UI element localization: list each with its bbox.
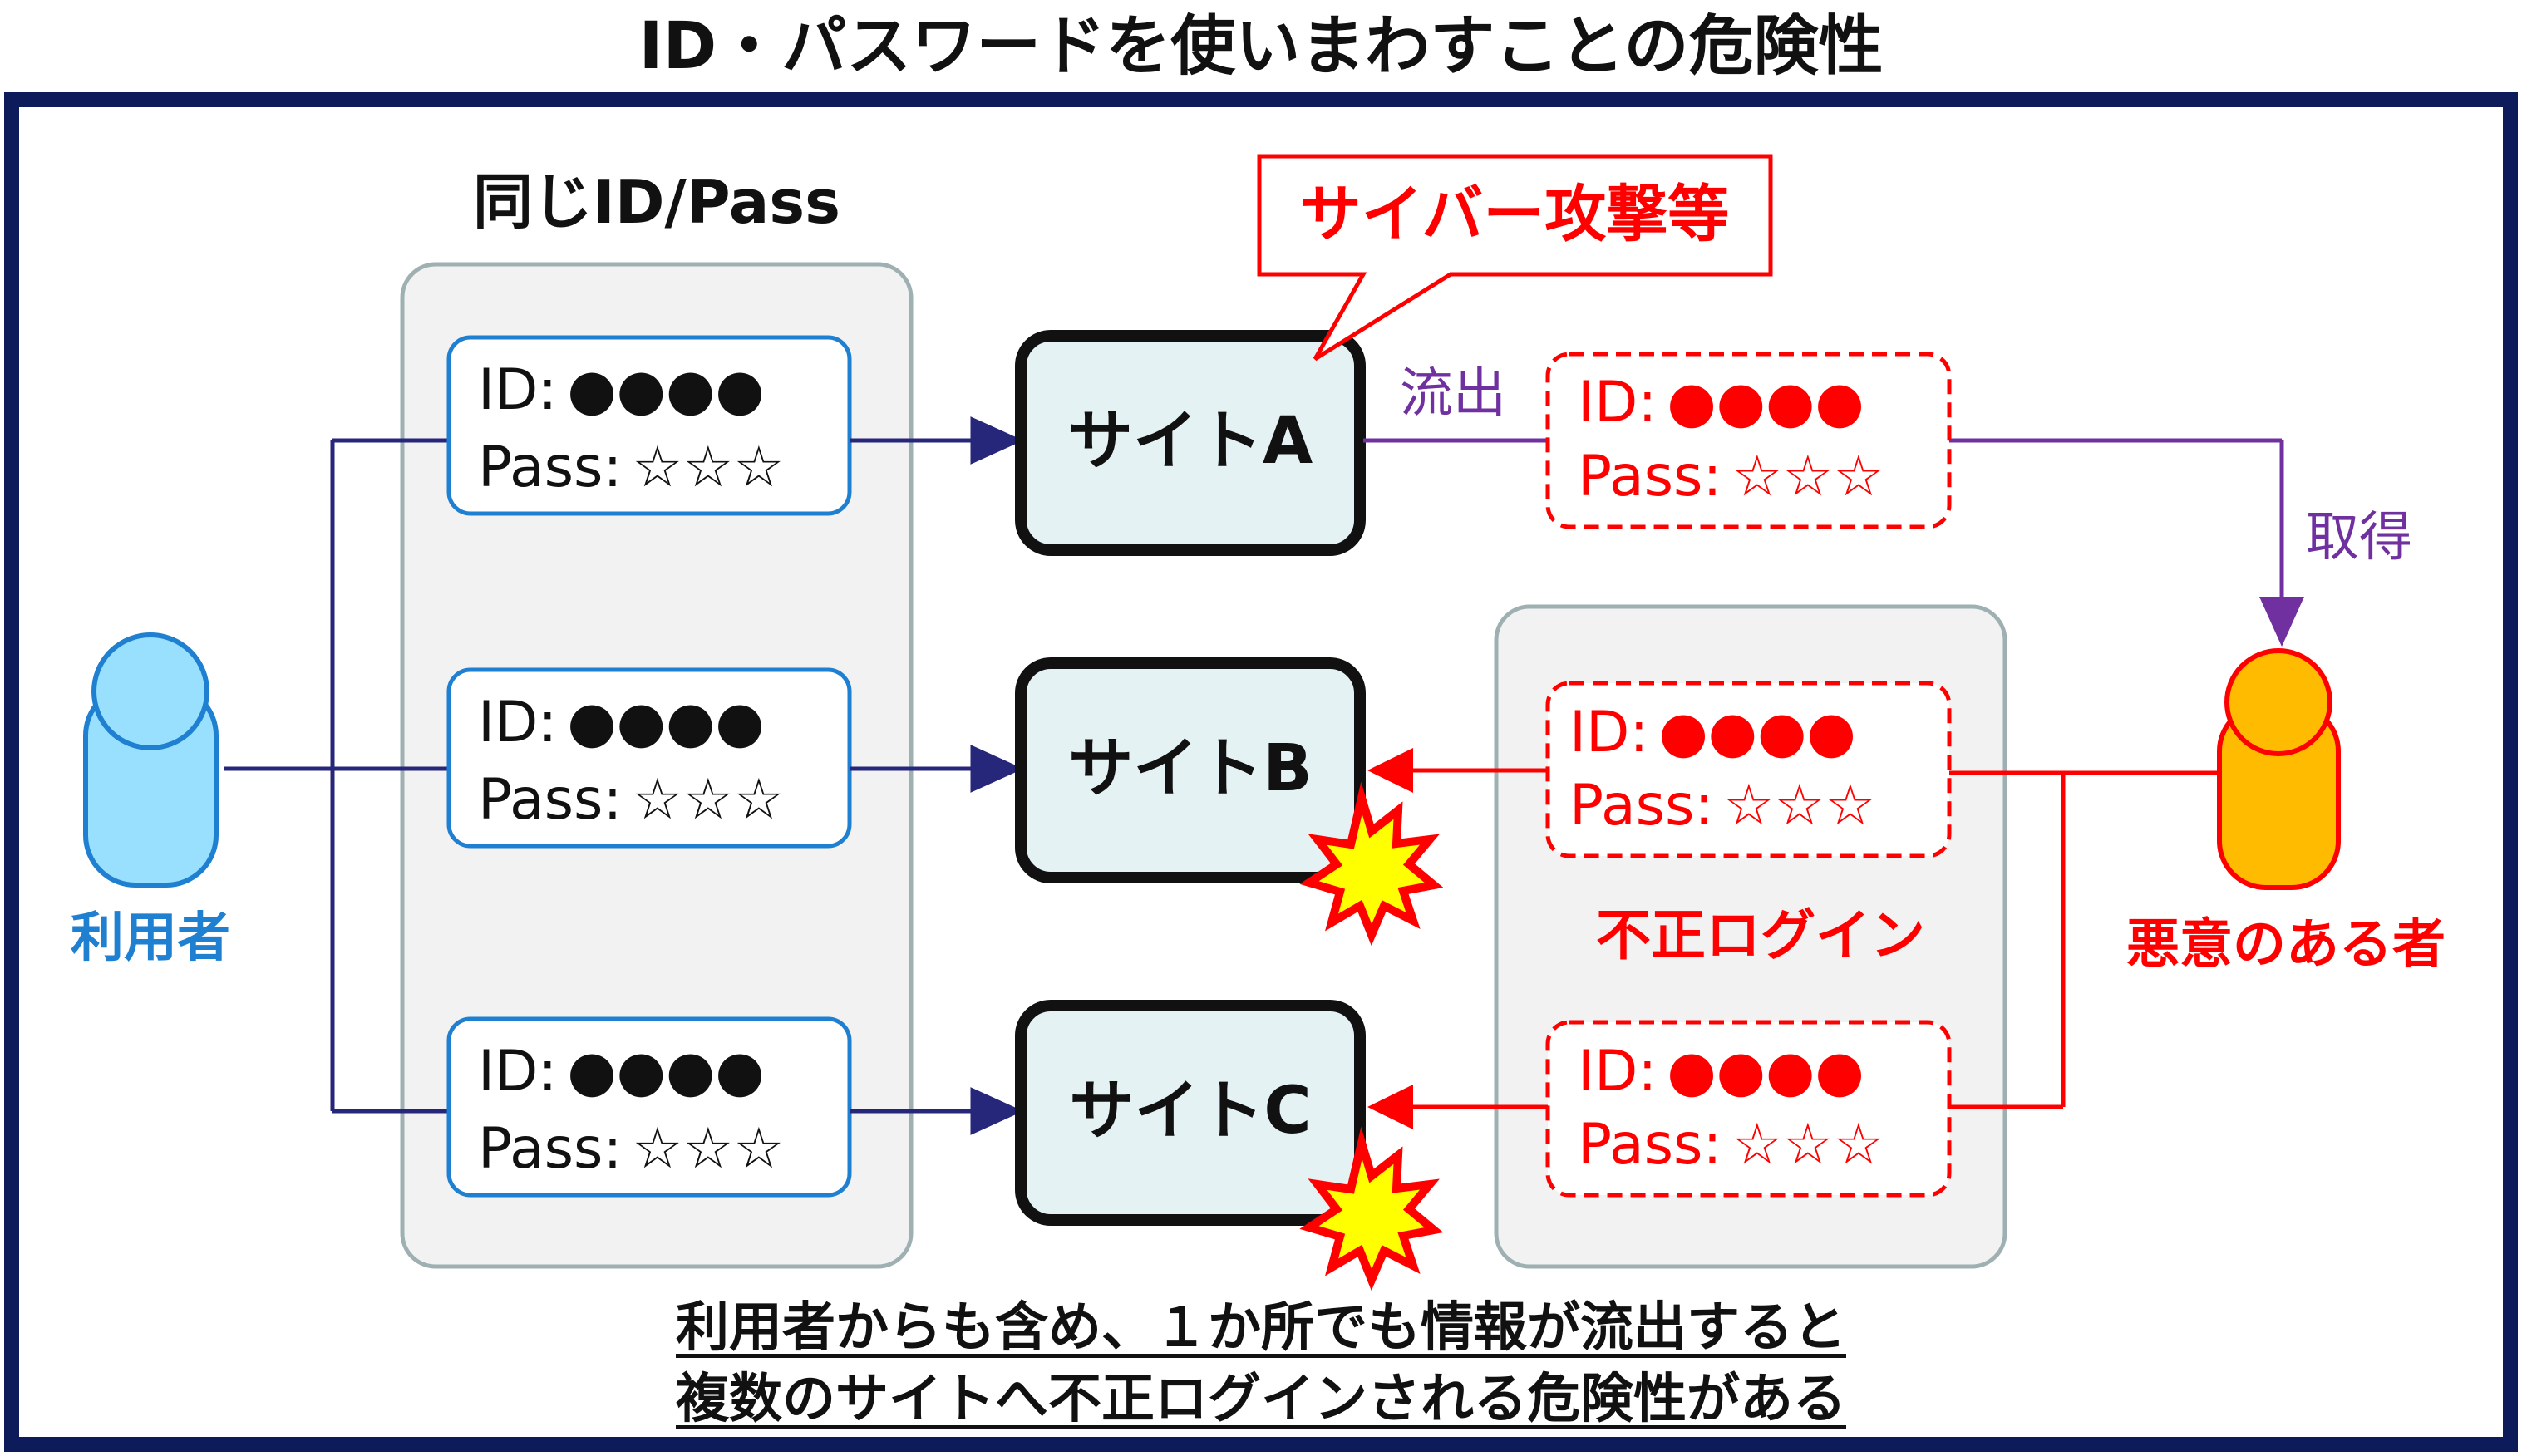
site-b: サイトB bbox=[1015, 657, 1366, 883]
explosion-icon bbox=[1299, 1126, 1444, 1291]
svg-text:Pass:☆☆☆: Pass:☆☆☆ bbox=[1578, 1112, 1884, 1178]
svg-text:ID:●●●●: ID:●●●● bbox=[478, 357, 765, 423]
svg-text:サイトC: サイトC bbox=[1069, 1074, 1311, 1149]
attacker-credential-card-b: ID:●●●● Pass:☆☆☆ bbox=[1545, 681, 1952, 858]
svg-text:Pass:☆☆☆: Pass:☆☆☆ bbox=[1578, 444, 1884, 509]
svg-text:ID:●●●●: ID:●●●● bbox=[478, 1039, 765, 1104]
login-arrows bbox=[850, 416, 1024, 1135]
group-label: 同じID/Pass bbox=[473, 167, 840, 237]
attacker-credential-card-c: ID:●●●● Pass:☆☆☆ bbox=[1545, 1020, 1952, 1198]
attack-callout: サイバー攻撃等 bbox=[1257, 154, 1773, 362]
acquire-arrowhead bbox=[2259, 597, 2304, 647]
svg-text:Pass:☆☆☆: Pass:☆☆☆ bbox=[1569, 773, 1875, 839]
svg-text:Pass:☆☆☆: Pass:☆☆☆ bbox=[478, 767, 784, 833]
user-credential-card-a: ID:●●●● Pass:☆☆☆ bbox=[446, 335, 852, 516]
leaked-credential-card: ID:●●●● Pass:☆☆☆ bbox=[1545, 352, 1952, 529]
user-connector bbox=[224, 438, 449, 1114]
svg-text:ID:●●●●: ID:●●●● bbox=[1578, 370, 1864, 435]
attack-arrowhead-c bbox=[1367, 1085, 1413, 1129]
footer-line-1: 利用者からも含め、１か所でも情報が流出すると bbox=[676, 1297, 1846, 1359]
leak-path bbox=[1363, 438, 2284, 600]
page-title: ID・パスワードを使いまわすことの危険性 bbox=[638, 9, 1884, 84]
site-a: サイトA bbox=[1015, 330, 1366, 556]
user-credential-card-b: ID:●●●● Pass:☆☆☆ bbox=[446, 667, 852, 849]
svg-text:サイトB: サイトB bbox=[1068, 731, 1312, 806]
svg-text:ID:●●●●: ID:●●●● bbox=[1569, 700, 1856, 765]
unauthorized-login-label: 不正ログイン bbox=[1596, 903, 1925, 967]
attack-arrowhead-b bbox=[1367, 748, 1413, 793]
site-c: サイトC bbox=[1015, 1000, 1366, 1226]
attacker-avatar bbox=[2217, 648, 2341, 890]
user-avatar bbox=[83, 632, 219, 888]
acquire-label: 取得 bbox=[2306, 507, 2412, 568]
leak-label: 流出 bbox=[1400, 363, 1506, 425]
attacker-connector bbox=[1413, 768, 2219, 1109]
svg-text:Pass:☆☆☆: Pass:☆☆☆ bbox=[478, 1116, 784, 1182]
explosion-icon bbox=[1299, 781, 1444, 947]
svg-text:サイトA: サイトA bbox=[1068, 404, 1313, 479]
svg-text:サイバー攻撃等: サイバー攻撃等 bbox=[1300, 179, 1730, 250]
user-label: 利用者 bbox=[71, 908, 230, 969]
footer-line-2: 複数のサイトへ不正ログインされる危険性がある bbox=[676, 1369, 1846, 1430]
attacker-label: 悪意のある者 bbox=[2126, 914, 2446, 976]
svg-text:ID:●●●●: ID:●●●● bbox=[1578, 1039, 1864, 1104]
user-credential-card-c: ID:●●●● Pass:☆☆☆ bbox=[446, 1016, 852, 1198]
svg-text:Pass:☆☆☆: Pass:☆☆☆ bbox=[478, 435, 784, 500]
svg-text:ID:●●●●: ID:●●●● bbox=[478, 690, 765, 755]
